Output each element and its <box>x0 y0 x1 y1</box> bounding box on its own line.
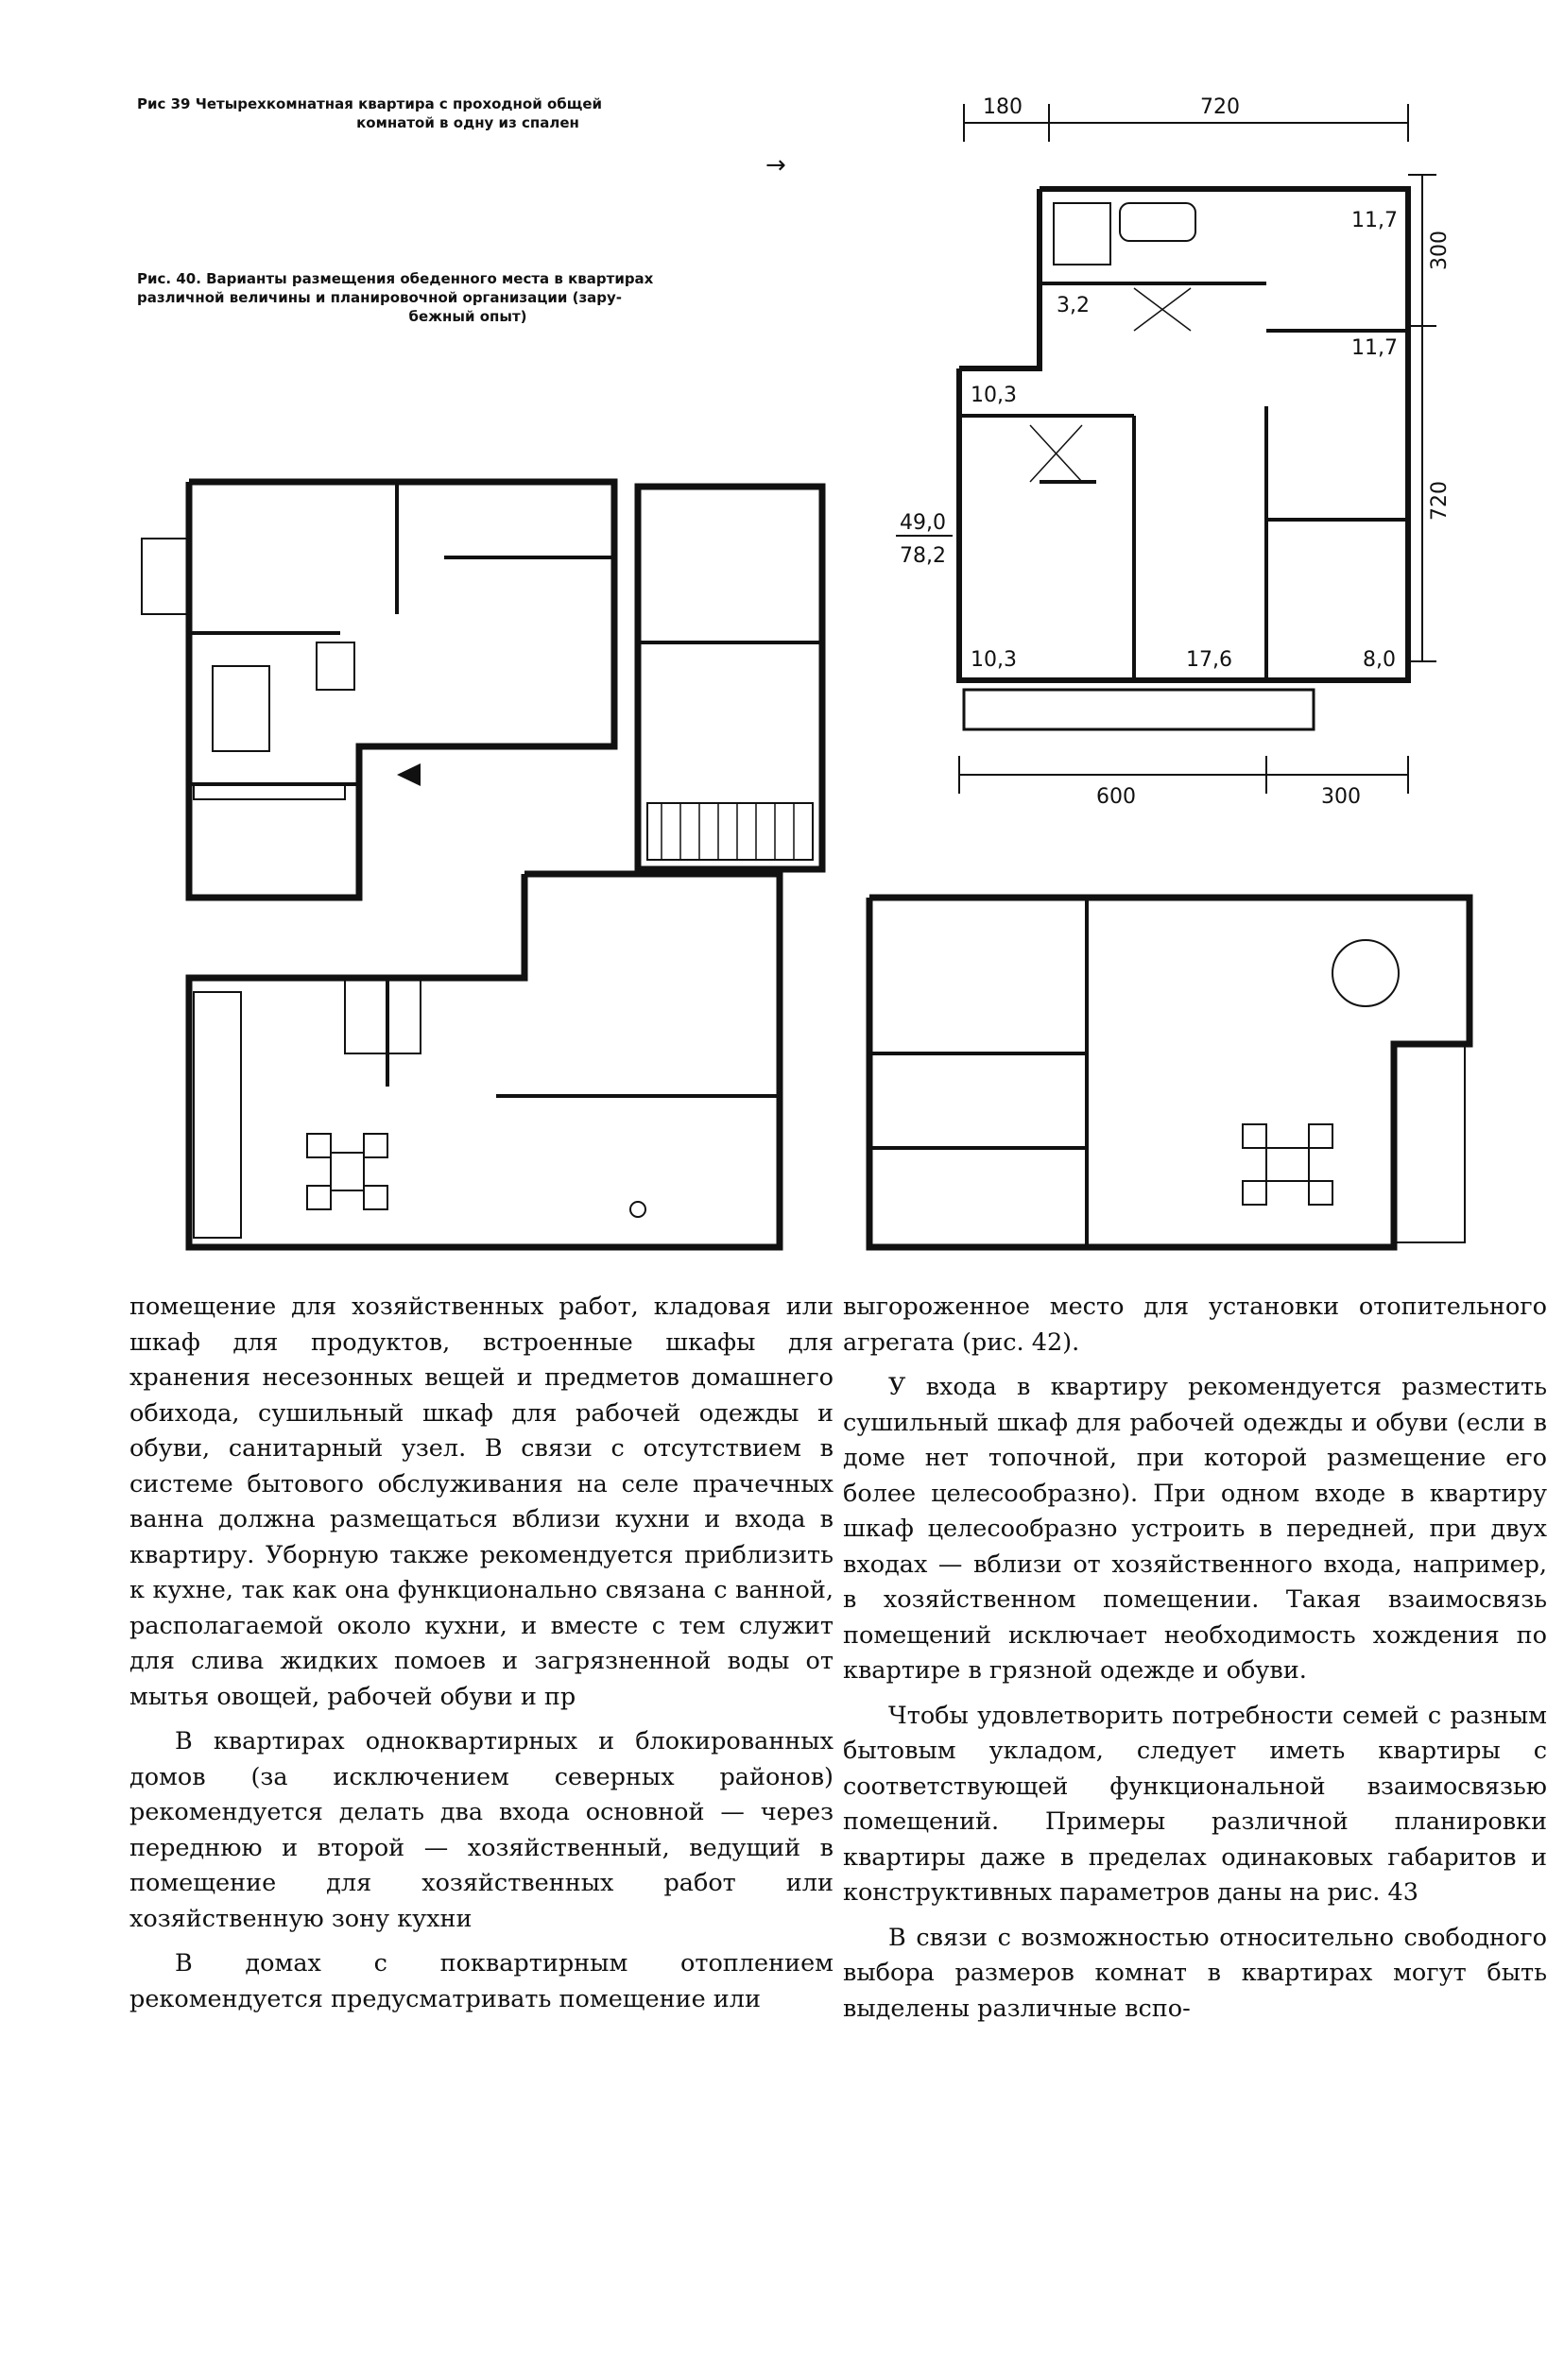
room-area: 8,0 <box>1363 648 1396 672</box>
text-column-right: выгороженное место для установки отопите… <box>843 1290 1547 2036</box>
paragraph: Чтобы удовлетворить потребности семей с … <box>843 1701 1547 1908</box>
arrow-right-icon: → <box>765 151 786 180</box>
paragraph: У входа в квартиру рекомендуется размест… <box>843 1373 1547 1685</box>
figure-40-caption: Рис. 40. Варианты размещения обеденного … <box>137 269 799 326</box>
floor-plan-fig40-b <box>634 483 826 873</box>
room-area: 3,2 <box>1057 294 1090 317</box>
room-area: 17,6 <box>1186 648 1232 672</box>
living-area: 49,0 <box>900 511 946 535</box>
paragraph: В домах с поквартирным отоплением рекоме… <box>129 1949 834 2013</box>
dim-600: 600 <box>1096 785 1136 809</box>
caption-line: различной величины и планировочной орган… <box>137 289 623 306</box>
paragraph: В связи с возможностью относительно своб… <box>843 1923 1547 2023</box>
dim-300-right: 300 <box>1428 231 1452 270</box>
text-column-left: помещение для хозяйственных работ, кладо… <box>129 1290 834 2027</box>
caption-line: Рис 39 Четырехкомнатная квартира с прохо… <box>137 95 602 112</box>
dim-300-bottom: 300 <box>1321 785 1361 809</box>
figure-39-caption: Рис 39 Четырехкомнатная квартира с прохо… <box>137 94 799 132</box>
floor-plan-fig39: 180 720 300 720 600 300 11,7 3,2 11,7 10… <box>896 95 1452 809</box>
room-area: 10,3 <box>971 384 1017 407</box>
caption-line: Рис. 40. Варианты размещения обеденного … <box>137 270 654 287</box>
dim-720-top: 720 <box>1200 95 1240 119</box>
paragraph: выгороженное место для установки отопите… <box>843 1293 1547 1357</box>
room-area: 11,7 <box>1351 209 1398 232</box>
floor-plan-fig40-a <box>141 478 618 901</box>
caption-line: бежный опыт) <box>408 308 527 325</box>
floor-plan-fig40-d <box>866 894 1473 1251</box>
room-area: 11,7 <box>1351 336 1398 360</box>
dim-720-right: 720 <box>1428 481 1452 521</box>
total-area: 78,2 <box>900 544 946 568</box>
paragraph: В квартирах одноквартирных и блокированн… <box>129 1727 834 1933</box>
caption-line: комнатой в одну из спален <box>356 114 579 131</box>
paragraph: помещение для хозяйственных работ, кладо… <box>129 1293 834 1711</box>
dim-180: 180 <box>983 95 1023 119</box>
room-area: 10,3 <box>971 648 1017 672</box>
floor-plan-fig40-c <box>185 870 783 1251</box>
